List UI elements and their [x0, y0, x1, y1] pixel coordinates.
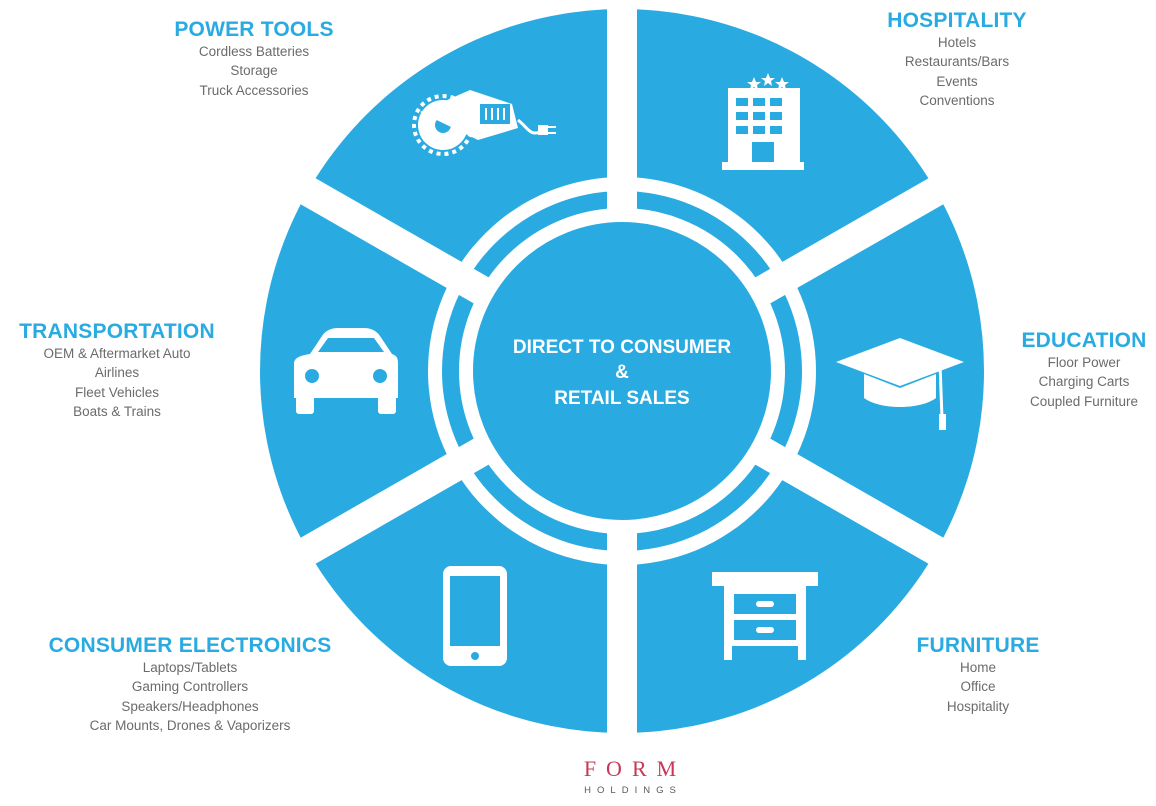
segment-label-power-tools: POWER TOOLS Cordless Batteries Storage T… [174, 18, 333, 100]
logo-name: FORM [583, 756, 687, 781]
segment-item: Truck Accessories [199, 82, 309, 98]
form-holdings-logo: FORM HOLDINGS [584, 756, 676, 796]
segment-item: Floor Power [1047, 355, 1121, 370]
segment-item: OEM & Aftermarket Auto [43, 346, 191, 361]
segment-item: Hospitality [946, 698, 1010, 714]
car-icon [294, 328, 398, 414]
segment-item: Boats & Trains [73, 403, 161, 419]
segment-title: EDUCATION [1021, 329, 1147, 352]
segment-label-education: EDUCATION Floor Power Charging Carts Cou… [1021, 329, 1146, 411]
segment-item: Events [936, 73, 978, 89]
segment-items: OEM & Aftermarket Auto Airlines Fleet Ve… [19, 344, 215, 421]
segment-title: FURNITURE [916, 634, 1040, 657]
dresser-icon [712, 572, 818, 660]
segment-item: Airlines [94, 365, 140, 381]
segment-item: Car Mounts, Drones & Vaporizers [89, 717, 291, 733]
segment-items: Home Office Hospitality [916, 658, 1039, 716]
segment-item: Conventions [919, 92, 995, 108]
center-hub [459, 208, 785, 534]
segment-title: CONSUMER ELECTRONICS [48, 634, 332, 657]
segment-item: Hotels [937, 35, 977, 50]
tablet-icon [443, 566, 507, 666]
segment-label-transportation: TRANSPORTATION OEM & Aftermarket Auto Ai… [19, 320, 215, 421]
segment-item: Speakers/Headphones [121, 698, 259, 714]
segment-items: Hotels Restaurants/Bars Events Conventio… [887, 33, 1026, 110]
circular-saw-icon [412, 90, 556, 156]
logo-subtitle: HOLDINGS [584, 785, 682, 796]
segment-item: Gaming Controllers [131, 679, 249, 695]
center-line-2: & [615, 362, 629, 383]
segment-label-hospitality: HOSPITALITY Hotels Restaurants/Bars Even… [887, 9, 1026, 110]
segment-item: Charging Carts [1038, 374, 1130, 390]
segment-items: Laptops/Tablets Gaming Controllers Speak… [49, 658, 332, 735]
segment-items: Cordless Batteries Storage Truck Accesso… [174, 42, 333, 100]
segment-title: TRANSPORTATION [19, 320, 215, 343]
segment-item: Fleet Vehicles [74, 384, 160, 400]
segment-item: Restaurants/Bars [904, 54, 1010, 70]
segment-item: Coupled Furniture [1029, 393, 1139, 409]
center-line-1: DIRECT TO CONSUMER [513, 337, 731, 358]
center-line-3: RETAIL SALES [554, 388, 689, 409]
segment-item: Office [960, 679, 996, 695]
segment-item: Storage [230, 63, 278, 79]
segment-item: Cordless Batteries [198, 44, 310, 59]
segment-label-consumer-electronics: CONSUMER ELECTRONICS Laptops/Tablets Gam… [49, 634, 332, 735]
segment-title: POWER TOOLS [174, 18, 334, 41]
segment-title: HOSPITALITY [887, 9, 1027, 32]
segment-items: Floor Power Charging Carts Coupled Furni… [1021, 353, 1146, 411]
segment-label-furniture: FURNITURE Home Office Hospitality [916, 634, 1039, 716]
graduation-cap-icon [836, 338, 964, 430]
segment-item: Home [959, 660, 996, 675]
hotel-icon [722, 73, 804, 170]
segment-item: Laptops/Tablets [142, 660, 238, 675]
